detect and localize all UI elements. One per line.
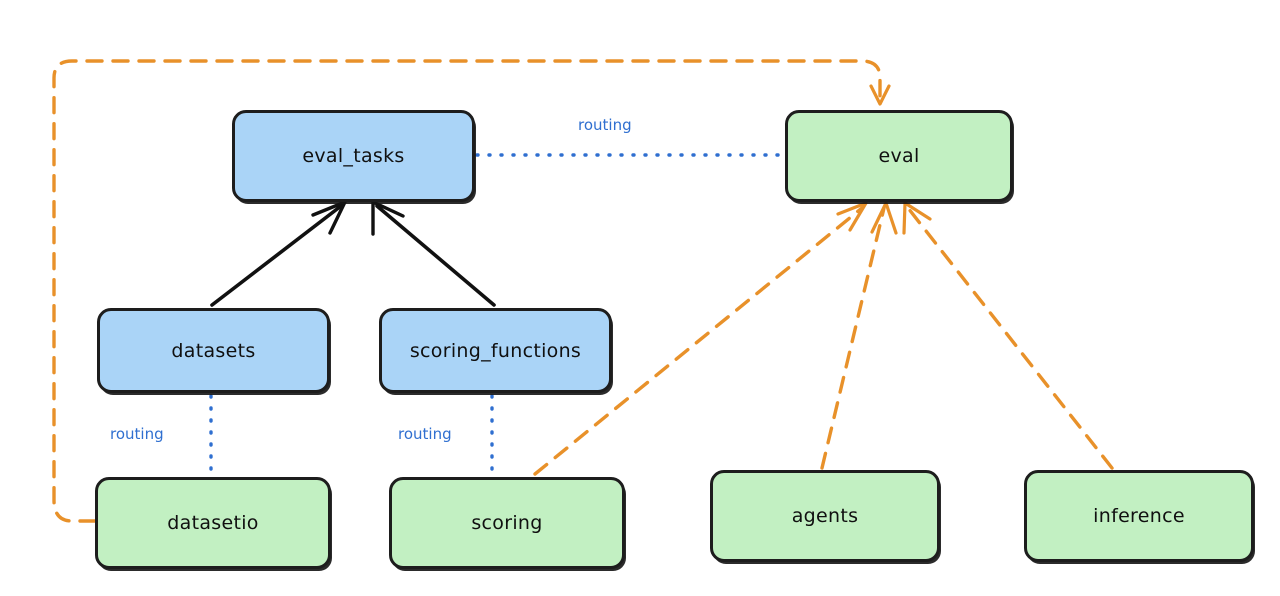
node-label-datasets: datasets bbox=[171, 339, 256, 362]
edge-scoring_functions-to-eval_tasks bbox=[375, 204, 496, 307]
node-eval-tasks[interactable]: eval_tasks bbox=[232, 110, 475, 202]
node-label-inference: inference bbox=[1093, 505, 1185, 527]
edge-label-routing-eval-tasks: routing bbox=[578, 116, 632, 134]
node-label-scoring-functions: scoring_functions bbox=[409, 339, 582, 362]
edge-inference-to-eval bbox=[906, 206, 1114, 470]
arrowhead-datasets-to-eval_tasks bbox=[311, 200, 347, 235]
edge-label-routing-scoring-functions: routing bbox=[398, 425, 452, 443]
arrowhead-scoring-to-eval bbox=[836, 201, 868, 232]
node-label-eval-tasks: eval_tasks bbox=[302, 145, 405, 167]
node-eval[interactable]: eval bbox=[785, 110, 1013, 202]
arrowhead-scoring_functions-to-eval_tasks bbox=[371, 200, 405, 236]
arrowhead-inference-to-eval bbox=[902, 201, 932, 235]
node-label-eval: eval bbox=[878, 145, 920, 167]
arrowhead-datasetio-to-eval bbox=[869, 84, 891, 106]
node-agents[interactable]: agents bbox=[710, 470, 940, 562]
node-scoring[interactable]: scoring bbox=[389, 477, 625, 569]
node-datasetio[interactable]: datasetio bbox=[95, 477, 331, 569]
node-label-agents: agents bbox=[791, 505, 859, 527]
node-inference[interactable]: inference bbox=[1024, 470, 1254, 562]
node-label-scoring: scoring bbox=[471, 512, 543, 534]
edge-agents-to-eval bbox=[820, 206, 886, 470]
node-scoring-functions[interactable]: scoring_functions bbox=[379, 308, 612, 393]
node-datasets[interactable]: datasets bbox=[97, 308, 330, 393]
arrowhead-agents-to-eval bbox=[870, 201, 898, 235]
node-label-datasetio: datasetio bbox=[167, 512, 259, 534]
edge-datasets-to-eval_tasks bbox=[210, 204, 343, 307]
edge-label-routing-datasets: routing bbox=[110, 425, 164, 443]
